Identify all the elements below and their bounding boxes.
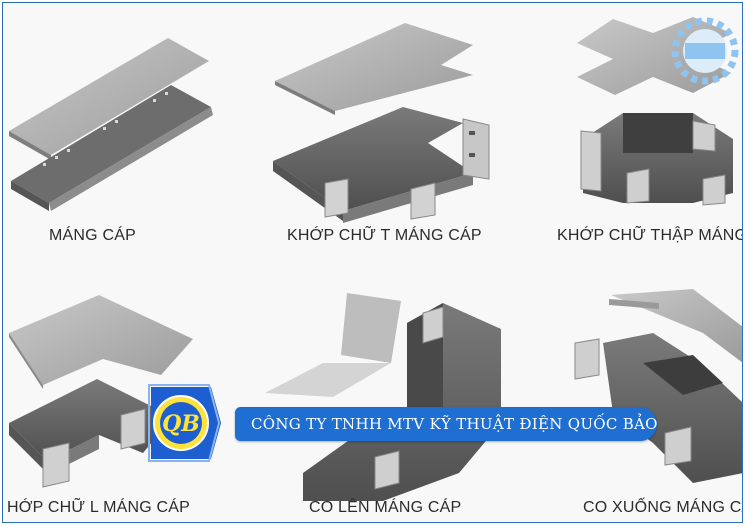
caption-cross-joint: KHỚP CHỮ THẬP MÁNG C: [557, 227, 743, 244]
company-banner: CÔNG TY TNHH MTV KỸ THUẬT ĐIỆN QUỐC BẢO: [235, 407, 657, 441]
product-illustration: [9, 17, 742, 501]
riser-up-product: [265, 293, 501, 501]
qb-logo: QB: [148, 384, 221, 462]
caption-l-elbow: HỚP CHỮ L MÁNG CÁP: [7, 499, 191, 516]
caption-tee-joint: KHỚP CHỮ T MÁNG CÁP: [287, 227, 482, 244]
qb-monogram: QB: [162, 411, 200, 437]
caption-cable-tray: MÁNG CÁP: [49, 227, 136, 244]
caption-riser-down: CO XUỐNG MÁNG CA: [583, 499, 743, 516]
l-elbow-product: [9, 295, 193, 488]
caption-riser-up: CO LÊN MÁNG CÁP: [309, 499, 462, 516]
watermark-gear-logo: [671, 17, 739, 85]
cable-tray-product: [9, 38, 213, 211]
company-name: CÔNG TY TNHH MTV KỸ THUẬT ĐIỆN QUỐC BẢO: [251, 415, 658, 433]
riser-down-product: [574, 289, 742, 483]
tee-joint-product: [273, 23, 490, 223]
